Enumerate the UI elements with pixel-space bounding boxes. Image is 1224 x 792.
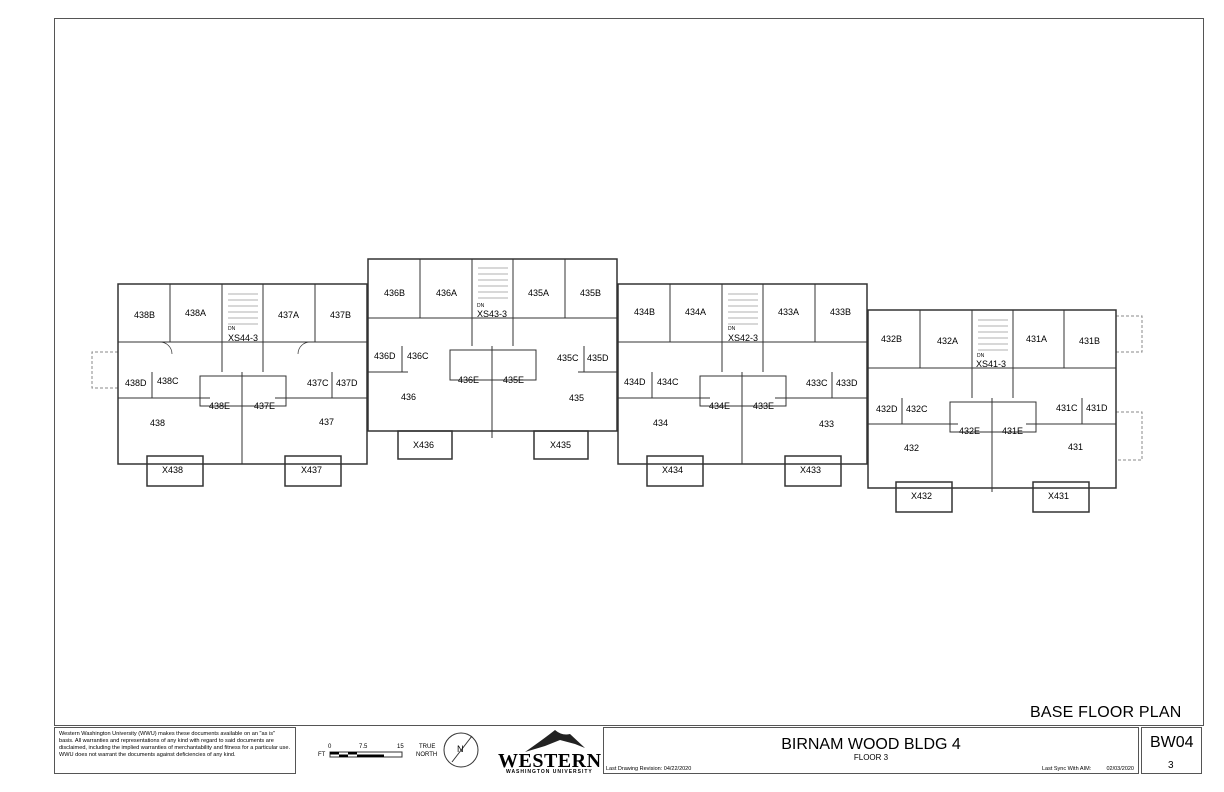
last-sync: Last Sync With AIM: 02/03/2020: [1042, 766, 1134, 772]
stair-down-label: DN: [728, 326, 736, 332]
north-arrow-circle: [443, 732, 479, 768]
room-label[interactable]: 432: [904, 443, 920, 453]
room-label[interactable]: 431B: [1079, 336, 1101, 346]
building-name: BIRNAM WOOD BLDG 4: [781, 736, 961, 753]
room-label[interactable]: 433C: [806, 378, 828, 388]
room-label[interactable]: 432C: [906, 404, 928, 414]
room-label[interactable]: 437: [319, 417, 335, 427]
west-balcony-outline: [91, 351, 118, 389]
scale-tick: 0: [328, 744, 332, 750]
room-label[interactable]: 434B: [634, 307, 656, 317]
east-lower-balcony-outline: [1116, 411, 1143, 461]
disclaimer-box: Western Washington University (WWU) make…: [54, 727, 296, 774]
room-label[interactable]: X432: [911, 491, 933, 501]
room-label[interactable]: 436C: [407, 351, 429, 361]
sheet-title: BASE FLOOR PLAN: [1030, 704, 1182, 721]
room-label[interactable]: XS43-3: [477, 309, 508, 319]
room-label[interactable]: 434D: [624, 377, 646, 387]
room-label[interactable]: XS41-3: [976, 359, 1007, 369]
room-label[interactable]: 434C: [657, 377, 679, 387]
room-label[interactable]: 433E: [753, 401, 775, 411]
east-upper-balcony-outline: [1116, 315, 1143, 353]
last-revision: Last Drawing Revision: 04/22/2020: [606, 766, 692, 772]
stair-down-label: DN: [228, 326, 236, 332]
sheet-number: 3: [1168, 760, 1174, 771]
wing-434-433: [617, 283, 868, 487]
room-label[interactable]: 438: [150, 418, 166, 428]
room-label[interactable]: 433B: [830, 307, 852, 317]
scale-unit: FT: [318, 752, 326, 758]
room-label[interactable]: X431: [1048, 491, 1070, 501]
room-label[interactable]: 438B: [134, 310, 156, 320]
drawing-code-box: BW04 3: [1141, 727, 1202, 774]
room-label[interactable]: 431C: [1056, 403, 1078, 413]
room-label[interactable]: 431E: [1002, 426, 1024, 436]
room-label[interactable]: 434: [653, 418, 669, 428]
room-label[interactable]: 432D: [876, 404, 898, 414]
room-label[interactable]: 437A: [278, 310, 300, 320]
wing-436-435: [367, 258, 618, 460]
room-label[interactable]: 436A: [436, 288, 458, 298]
university-logo-name: WESTERN: [498, 750, 602, 772]
room-label[interactable]: 438C: [157, 376, 179, 386]
north-text: TRUE: [419, 744, 436, 750]
room-label[interactable]: 437C: [307, 378, 329, 388]
room-label[interactable]: 438D: [125, 378, 147, 388]
room-label[interactable]: 435A: [528, 288, 550, 298]
room-label[interactable]: 435E: [503, 375, 525, 385]
room-label[interactable]: 436D: [374, 351, 396, 361]
stair-down-label: DN: [477, 303, 485, 309]
room-label[interactable]: 431D: [1086, 403, 1108, 413]
last-sync-date: 02/03/2020: [1106, 766, 1134, 772]
floor-name: FLOOR 3: [853, 753, 889, 762]
room-label[interactable]: 431: [1068, 442, 1084, 452]
room-label[interactable]: 438E: [209, 401, 231, 411]
room-label[interactable]: 437B: [330, 310, 352, 320]
room-label[interactable]: 435C: [557, 353, 579, 363]
drawing-frame: [54, 18, 1204, 726]
room-label[interactable]: 437E: [254, 401, 276, 411]
room-label[interactable]: X434: [662, 465, 684, 475]
stair-down-label: DN: [977, 353, 985, 359]
university-logo-sub: WASHINGTON UNIVERSITY: [506, 769, 593, 775]
room-label[interactable]: XS44-3: [228, 333, 259, 343]
room-label[interactable]: 431A: [1026, 334, 1048, 344]
room-label[interactable]: X438: [162, 465, 184, 475]
room-label[interactable]: 435: [569, 393, 585, 403]
room-label[interactable]: 433D: [836, 378, 858, 388]
room-label[interactable]: 435D: [587, 353, 609, 363]
disclaimer-text: Western Washington University (WWU) make…: [59, 731, 291, 758]
title-block: BIRNAM WOOD BLDG 4 FLOOR 3 Last Drawing …: [603, 727, 1139, 774]
scale-tick: 15: [397, 744, 404, 750]
last-sync-label: Last Sync With AIM:: [1041, 766, 1092, 772]
room-label[interactable]: 434A: [685, 307, 707, 317]
room-label[interactable]: 437D: [336, 378, 358, 388]
room-label[interactable]: 432B: [881, 334, 903, 344]
wing-432-431: [867, 309, 1117, 513]
north-text: NORTH: [416, 752, 438, 758]
room-label[interactable]: 432A: [937, 336, 959, 346]
room-label[interactable]: X436: [413, 440, 435, 450]
wing-438-437: [117, 283, 368, 487]
room-label[interactable]: X437: [301, 465, 323, 475]
room-label[interactable]: 433: [819, 419, 835, 429]
room-label[interactable]: 436E: [458, 375, 480, 385]
room-label[interactable]: XS42-3: [728, 333, 759, 343]
drawing-code: BW04: [1150, 734, 1194, 751]
room-label[interactable]: 436: [401, 392, 417, 402]
room-label[interactable]: 435B: [580, 288, 602, 298]
scale-tick: 7.5: [359, 744, 368, 750]
logo-mountain: [525, 730, 585, 752]
room-label[interactable]: X433: [800, 465, 822, 475]
north-arrow-line: [451, 735, 473, 763]
room-label[interactable]: X435: [550, 440, 572, 450]
room-label[interactable]: 433A: [778, 307, 800, 317]
room-label[interactable]: 436B: [384, 288, 406, 298]
room-label[interactable]: 432E: [959, 426, 981, 436]
north-arrow-icon: N: [457, 744, 464, 754]
room-label[interactable]: 434E: [709, 401, 731, 411]
room-label[interactable]: 438A: [185, 308, 207, 318]
